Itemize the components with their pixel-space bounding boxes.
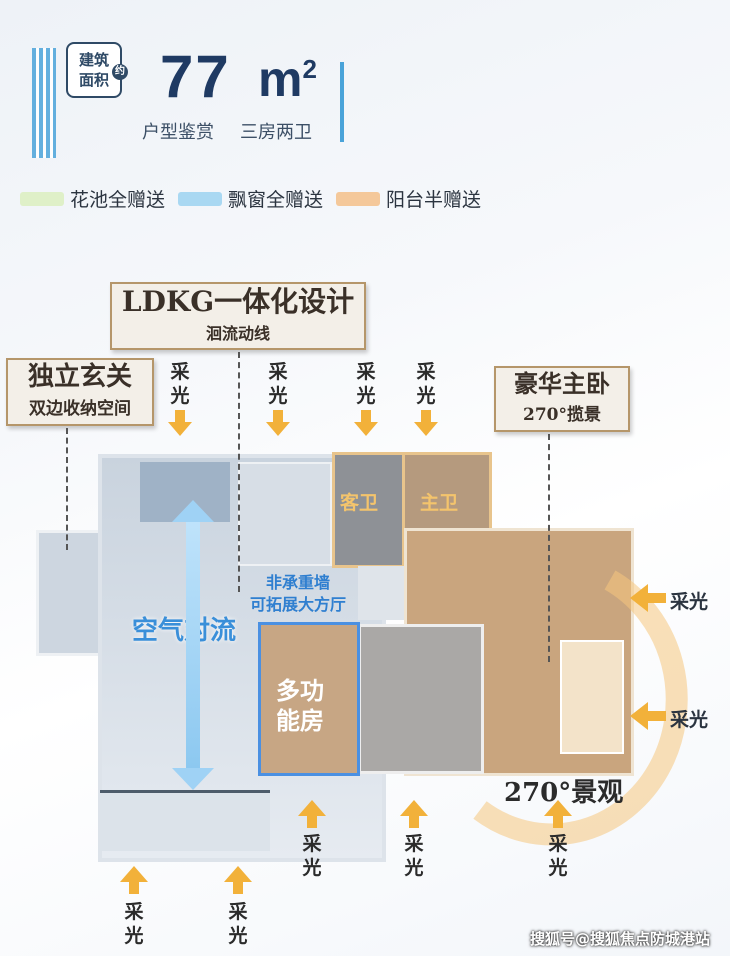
lighting-label: 采光 (670, 591, 709, 613)
lighting-arrow-down-icon (168, 422, 192, 436)
guest-bath-label: 客卫 (340, 492, 379, 514)
lighting-label: 采光 (670, 709, 709, 731)
legend-label-baywindow: 飘窗全赠送 (228, 189, 324, 211)
lighting-arrow-up-icon (224, 866, 252, 882)
lighting-label: 采光 (268, 361, 288, 407)
airflow-label: 空气对流 (132, 616, 237, 646)
balcony (100, 790, 270, 851)
lighting-arrow-up-icon (400, 800, 428, 816)
lighting-label: 采光 (170, 361, 190, 407)
header-divider (340, 62, 344, 142)
lighting-arrow-down-icon (354, 422, 378, 436)
lighting-label: 采光 (302, 833, 322, 879)
kitchen (238, 462, 332, 566)
lighting-arrow-shaft (129, 882, 139, 894)
airflow-arrow (186, 520, 200, 770)
airflow-arrow-up-icon (172, 500, 214, 522)
legend-swatch-planter (20, 192, 64, 206)
lighting-arrow-down-icon (266, 422, 290, 436)
master-bath-label: 主卫 (420, 492, 459, 514)
lighting-label: 采光 (124, 901, 144, 947)
guest-bath-room (332, 452, 406, 568)
lighting-arrow-shaft (307, 816, 317, 828)
lighting-arrow-shaft (361, 410, 371, 422)
view-arc (473, 570, 688, 846)
lighting-label: 采光 (548, 833, 568, 879)
badge-line2: 面积 (78, 71, 109, 89)
lighting-arrow-shaft (553, 816, 563, 828)
multi-function-room (258, 622, 360, 776)
watermark: 搜狐号@搜狐焦点防城港站 (530, 930, 711, 948)
legend-swatch-balcony (336, 192, 380, 206)
ldkg-pointer-line (238, 352, 240, 592)
badge-tag: 约 (112, 64, 128, 80)
area-value: 77 (160, 43, 231, 110)
lighting-arrow-left-icon (630, 702, 648, 730)
decorative-stripes (32, 48, 56, 158)
subtitle-left: 户型鉴赏 (142, 122, 214, 143)
lighting-arrow-shaft (648, 593, 666, 603)
entry-pointer-line (66, 428, 68, 550)
lighting-arrow-shaft (175, 410, 185, 422)
lighting-arrow-shaft (233, 882, 243, 894)
legend-label-planter: 花池全赠送 (70, 189, 166, 211)
lighting-label: 采光 (356, 361, 376, 407)
lighting-arrow-shaft (273, 410, 283, 422)
lighting-arrow-left-icon (630, 584, 648, 612)
lighting-arrow-down-icon (414, 422, 438, 436)
legend-label-balcony: 阳台半赠送 (386, 189, 482, 211)
corridor (358, 566, 406, 620)
lighting-label: 采光 (404, 833, 424, 879)
lighting-label: 采光 (228, 901, 248, 947)
lighting-arrow-up-icon (298, 800, 326, 816)
multi-room-label: 多功能房 (276, 676, 324, 735)
badge-line1: 建筑 (78, 51, 109, 69)
lighting-arrow-shaft (409, 816, 419, 828)
lighting-arrow-up-icon (120, 866, 148, 882)
lighting-label: 采光 (416, 361, 436, 407)
master-pointer-line (548, 434, 550, 662)
subtitle-right: 三房两卫 (240, 122, 312, 143)
master-window (560, 640, 624, 754)
lighting-arrow-shaft (648, 711, 666, 721)
entry-callout: 独立玄关 双边收纳空间 (6, 358, 154, 426)
lighting-arrow-shaft (421, 410, 431, 422)
master-callout: 豪华主卧 270°揽景 (494, 366, 630, 432)
airflow-arrow-down-icon (172, 768, 214, 790)
wall-note: 非承重墙可拓展大方厅 (250, 573, 347, 614)
ldkg-callout: LDKG一体化设计 洄流动线 (110, 282, 366, 350)
legend-swatch-baywindow (178, 192, 222, 206)
area-badge: 建筑 面积 约 (66, 42, 128, 98)
area-unit: m2 (258, 51, 317, 107)
lighting-arrow-up-icon (544, 800, 572, 816)
